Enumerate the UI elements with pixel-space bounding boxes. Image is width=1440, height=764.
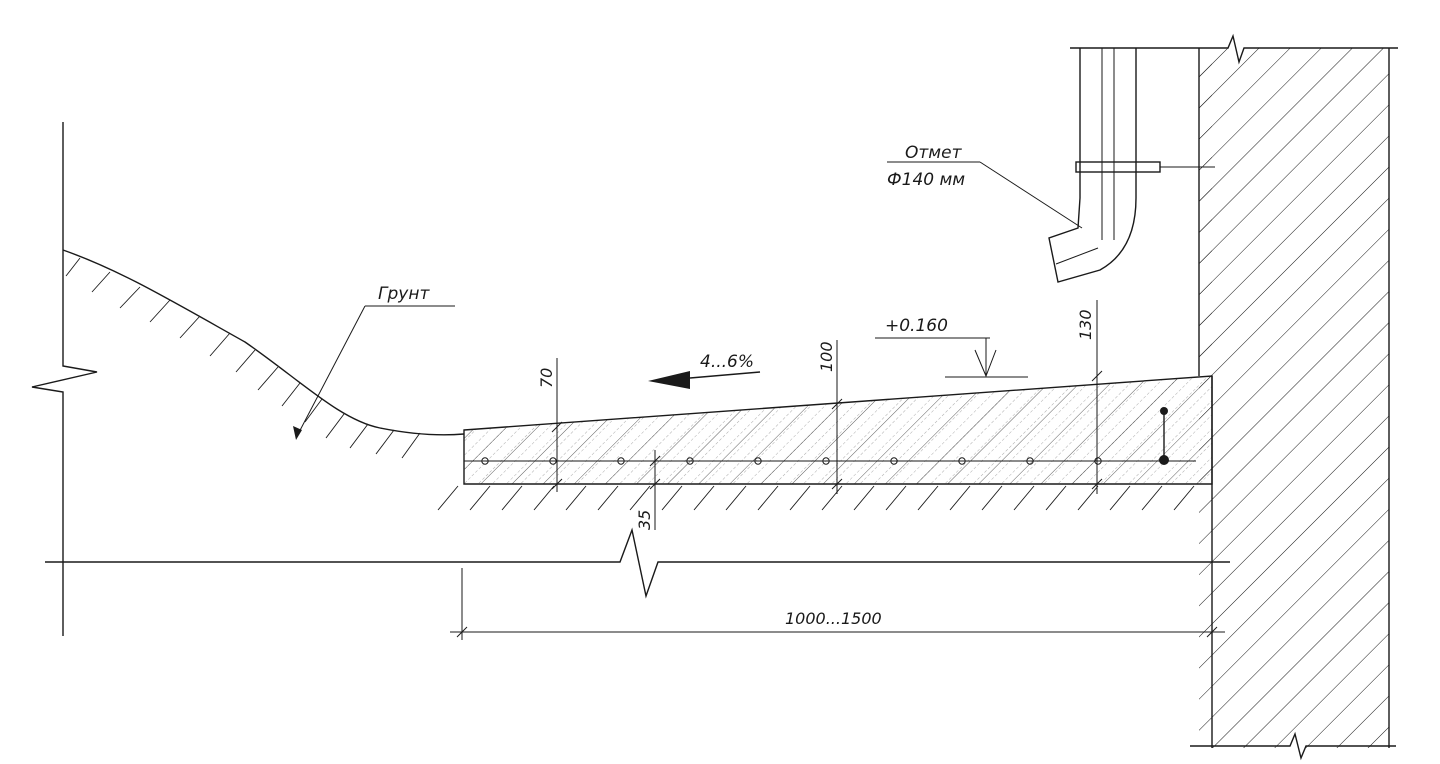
dim-100-label: 100 <box>817 341 836 372</box>
dim-130-label: 130 <box>1076 309 1095 340</box>
soil-profile <box>31 122 1195 636</box>
concrete-slab <box>463 375 1213 485</box>
dim-70-label: 70 <box>537 368 556 388</box>
slope-arrow <box>648 371 761 389</box>
downpipe <box>1048 48 1215 283</box>
dim-35-label: 35 <box>635 510 654 530</box>
drain-label-line1: Отмет <box>905 143 963 163</box>
base-break-line <box>45 527 1230 599</box>
dimension-lines <box>450 300 1225 640</box>
drain-label-line2: Ф140 мм <box>887 170 965 190</box>
elevation-label: +0.160 <box>885 316 948 336</box>
leader-lines <box>293 161 1083 440</box>
rebar-points <box>481 457 1102 465</box>
slope-label: 4...6% <box>700 352 754 372</box>
base-soil-hatch <box>437 485 1195 511</box>
width-dimension-label: 1000...1500 <box>785 609 882 628</box>
soil-hatch <box>65 257 421 459</box>
soil-label: Грунт <box>378 284 430 304</box>
elevation-mark <box>875 337 1028 378</box>
